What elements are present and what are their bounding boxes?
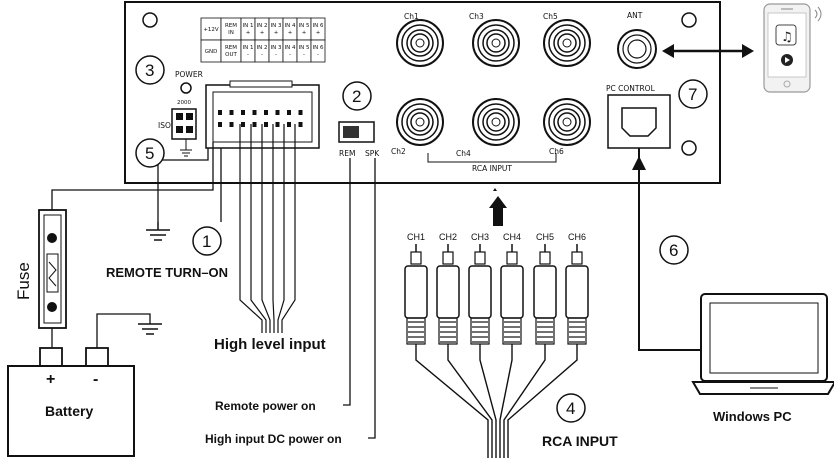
battery: [7, 347, 135, 457]
terminal-cell-label: IN 4: [285, 45, 296, 51]
remote-power-on-label: Remote power on: [215, 399, 316, 413]
terminal-cell-label: IN 1: [243, 23, 254, 29]
rca-jacks: [396, 19, 591, 146]
fuse-label: Fuse: [14, 262, 33, 300]
high-level-wires: [239, 124, 296, 333]
ch5-label: Ch5: [543, 12, 558, 21]
callout-3: 3: [135, 55, 165, 85]
terminal-cell-label: IN 3: [271, 45, 282, 51]
high-input-dc-label: High input DC power on: [205, 432, 342, 446]
battery-plus: +: [46, 371, 55, 388]
ch2-label: Ch2: [391, 147, 406, 156]
windows-pc-label: Windows PC: [713, 409, 792, 424]
signal-arrow-up: [489, 188, 507, 226]
rca-input-label: RCA INPUT: [542, 433, 618, 449]
terminal-cell-label: -: [303, 52, 305, 58]
battery-label: Battery: [45, 403, 93, 419]
svg-text:4: 4: [566, 399, 575, 418]
terminal-cell-label: -: [275, 52, 277, 58]
rca-input-panel-label: RCA INPUT: [472, 164, 512, 173]
terminal-cell-label: IN: [228, 30, 234, 36]
rem-label: REM: [339, 149, 355, 158]
terminal-cell-label: IN 2: [257, 23, 268, 29]
terminal-cell-label: +: [288, 30, 293, 36]
svg-text:6: 6: [669, 241, 678, 260]
terminal-cell-label: +: [246, 30, 251, 36]
terminal-cell-label: IN 5: [299, 45, 310, 51]
ch3-label: Ch3: [469, 12, 484, 21]
svg-text:3: 3: [145, 61, 154, 80]
callout-1: 1: [192, 226, 222, 256]
svg-text:5: 5: [145, 144, 154, 163]
ch1-label: Ch1: [404, 12, 419, 21]
high-level-input-label: High level input: [214, 336, 326, 353]
callout-2: 2: [342, 81, 372, 111]
ch6-label: Ch6: [549, 147, 564, 156]
power-label: POWER: [175, 70, 203, 79]
ant-label: ANT: [627, 11, 643, 20]
terminal-cell-label: OUT: [225, 52, 237, 58]
ch4-label: Ch4: [456, 149, 471, 158]
terminal-cell-label: +: [316, 30, 321, 36]
terminal-cell-label: IN 1: [243, 45, 254, 51]
terminal-cell-label: GND: [205, 49, 218, 55]
terminal-cell-label: -: [261, 52, 263, 58]
rca-cable-label: CH5: [536, 232, 554, 242]
svg-text:1: 1: [202, 232, 211, 251]
val-2000: 2000: [177, 100, 191, 106]
pc-control-label: PC CONTROL: [606, 84, 656, 93]
terminal-cell-label: -: [289, 52, 291, 58]
terminal-cell-label: IN 5: [299, 23, 310, 29]
terminal-cell-label: REM: [225, 23, 237, 29]
terminal-cell-label: REM: [225, 45, 237, 51]
terminal-cell-label: -: [317, 52, 319, 58]
rca-cable-label: CH6: [568, 232, 586, 242]
bluetooth-double-arrow: [662, 44, 754, 58]
terminal-cell-label: +12V: [203, 27, 219, 33]
rca-cable-label: CH2: [439, 232, 457, 242]
spk-label: SPK: [365, 149, 380, 158]
terminal-cell-label: IN 6: [313, 23, 324, 29]
terminal-cell-label: IN 2: [257, 45, 268, 51]
svg-text:7: 7: [688, 85, 697, 104]
mount-hole-tl: [142, 12, 158, 28]
terminal-cell-label: -: [247, 52, 249, 58]
terminal-cell-label: +: [302, 30, 307, 36]
callout-4: 4: [556, 393, 586, 423]
callout-7: 7: [678, 79, 708, 109]
terminal-cell-label: IN 6: [313, 45, 324, 51]
mount-hole-br: [681, 140, 697, 156]
battery-minus: -: [93, 371, 98, 388]
terminal-cell-label: IN 3: [271, 23, 282, 29]
callout-6: 6: [659, 235, 689, 265]
terminal-cell-label: +: [260, 30, 265, 36]
iso-label: ISO: [158, 121, 171, 130]
power-led: [180, 82, 192, 94]
rca-cable-label: CH4: [503, 232, 521, 242]
rca-cable-label: CH1: [407, 232, 425, 242]
terminal-cell-label: +: [274, 30, 279, 36]
mount-hole-tr: [681, 12, 697, 28]
fuse-holder: [38, 209, 67, 329]
rca-cables: CH1 CH2 CH3 CH4 CH5 CH6: [404, 232, 589, 458]
terminal-cell-label: IN 4: [285, 23, 296, 29]
ground-icon-small: [180, 139, 192, 157]
ground-icon: [146, 222, 170, 241]
svg-text:♫: ♫: [781, 30, 793, 45]
ground-icon-battery: [138, 323, 162, 335]
rca-cable-label: CH3: [471, 232, 489, 242]
callout-5: 5: [135, 138, 165, 168]
smartphone-icon: ♫: [763, 3, 822, 93]
svg-text:2: 2: [352, 87, 361, 106]
laptop-icon: [691, 293, 834, 395]
remote-turn-on-label: REMOTE TURN–ON: [106, 265, 228, 280]
